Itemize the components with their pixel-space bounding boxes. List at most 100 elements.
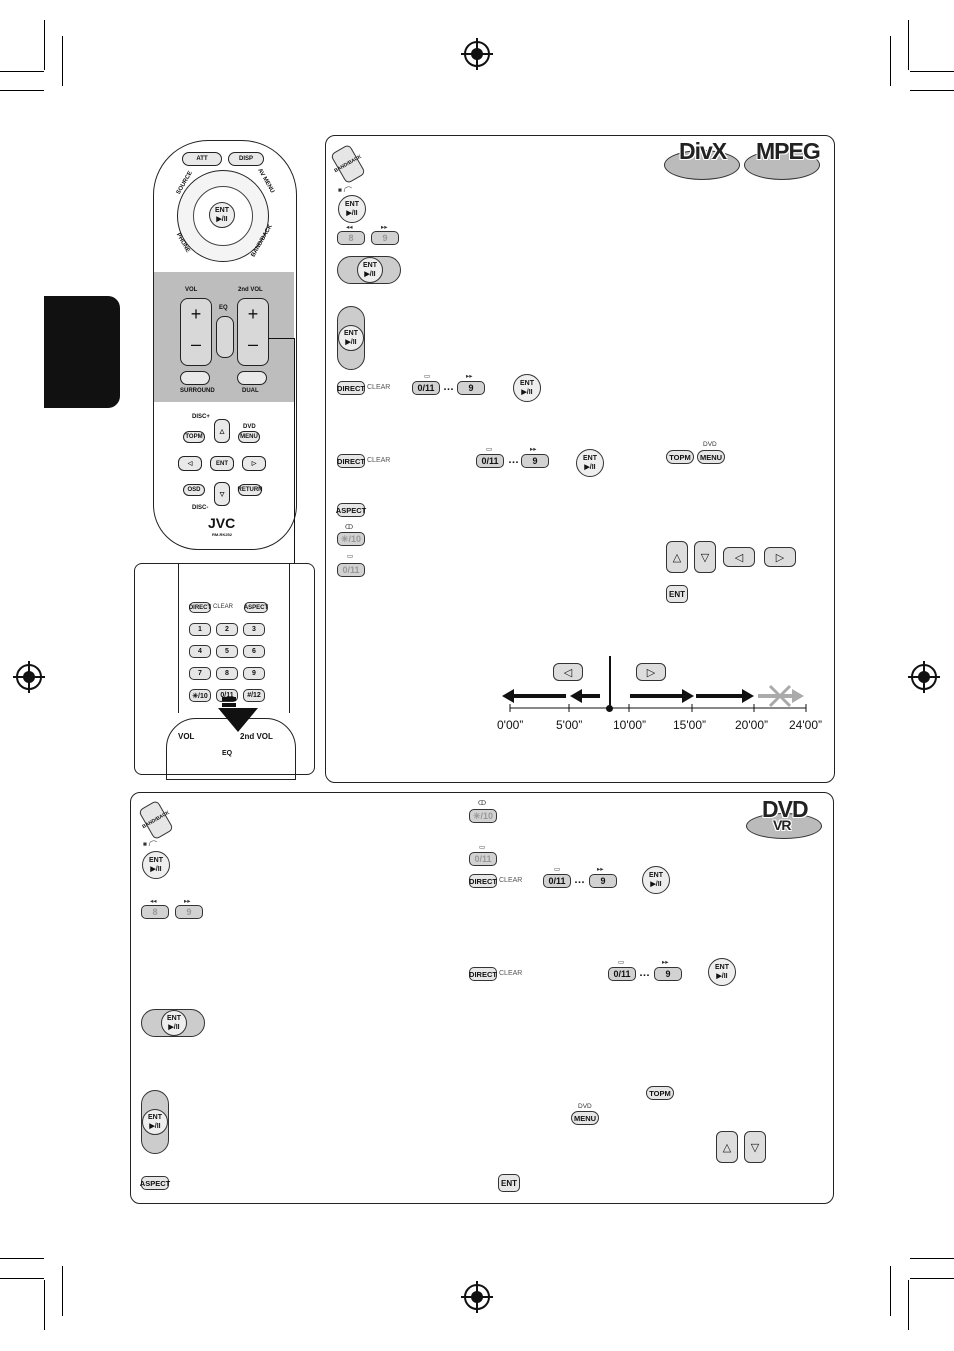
ffwd-symbol: ▸▸ [597,866,604,873]
remote-eq-button [216,316,234,358]
ffwd-symbol: ▸▸ [530,446,537,453]
aspect-key: ASPECT [336,503,366,517]
mpeg-disc-icon [744,150,820,180]
key-9: 9 [654,967,682,981]
clear-label: CLEAR [367,457,391,464]
audio-symbol: ↀ [345,524,354,531]
zoom-direct-key: DIRECT [189,602,211,613]
key-0: 0/11 [476,454,504,468]
remote-vol2-label: 2nd VOL [238,287,263,293]
ent-play-pause-button: ENT▶/II [513,374,541,402]
timeline-arrows [502,684,807,712]
registration-mark-icon [461,38,493,70]
key-9: 9 [521,454,549,468]
key-10: ✳/10 [337,532,365,546]
crop-mark [0,1278,44,1279]
remote-up-button: △ [214,419,230,443]
crop-mark [0,1258,44,1259]
timeline-right-key: ▷ [636,663,666,681]
timeline-left-key: ◁ [553,663,583,681]
ffwd-symbol: ▸▸ [662,959,669,966]
zoom-down-arrow-icon [218,708,258,732]
registration-mark-icon [13,661,45,693]
zoom-aspect-key: ASPECT [244,602,268,613]
subtitle-symbol: ▭ [554,866,561,873]
remote-dvd-label: DVD [243,424,256,430]
subtitle-symbol: ▭ [618,959,625,966]
key-0: 0/11 [608,967,636,981]
crop-mark [62,1266,63,1316]
subtitle-symbol: ▭ [486,446,493,453]
ent-play-pause-button: ENT▶/II [142,851,170,879]
clear-label: CLEAR [499,877,523,884]
direct-key: DIRECT [337,381,365,395]
zoom-remote-body [178,563,290,713]
divx-logo: DivX [679,138,727,164]
key-9: 9 [457,381,485,395]
ent-play-pause-button: ENT▶/II [576,449,604,477]
clear-label: CLEAR [367,384,391,391]
remote-center-ent-button: ENT [210,456,234,471]
zoom-vol2-label: 2nd VOL [240,732,273,741]
remote-dual-button [237,371,267,385]
dvd-logo: DVD [762,796,809,822]
ellipsis: … [574,874,585,886]
left-arrow-key: ◁ [723,547,755,567]
right-arrow-key: ▷ [764,547,796,567]
direct-key: DIRECT [469,967,497,981]
dvd-vr-disc-icon [746,813,822,839]
ring-ent-icon: ENT▶/II [161,1010,187,1036]
zoom-arrow-bar [222,697,236,701]
zoom-number-key: 9 [243,667,265,680]
crop-mark [908,20,909,70]
key-8: 8 [141,905,169,919]
remote-return-button: RETURN [238,484,263,496]
remote-ent-button: ENT▶/II [209,202,235,228]
timeline-tick-label: 24'00” [789,718,822,732]
crop-mark [890,1266,891,1316]
ring-ent-vertical-icon: ENT▶/II [142,1109,168,1135]
subtitle-symbol: ▭ [347,553,354,560]
timeline-tick-label: 15'00” [673,718,706,732]
crop-mark [0,90,44,91]
down-arrow-key: ▽ [744,1131,766,1163]
ellipsis: … [443,381,454,393]
remote-topm-button: TOPM [183,431,205,443]
subtitle-symbol: ▭ [479,844,486,851]
remote-osd-button: OSD [183,484,205,496]
crop-mark [0,71,44,72]
key-0: 0/11 [412,381,440,395]
divx-disc-icon [664,150,740,180]
remote-disc-plus-label: DISC+ [192,414,210,420]
key-9: 9 [589,874,617,888]
down-arrow-key: ▽ [694,541,716,573]
ring-ent-icon: ENT▶/II [357,257,383,283]
remote-vol-rocker: +– [180,298,212,366]
ent-play-pause-button: ENT▶/II [338,195,366,223]
remote-surround-label: SURROUND [180,388,215,394]
audio-symbol: ↀ [478,800,487,807]
timeline-tick-label: 10'00” [613,718,646,732]
dvd-label: DVD [703,441,717,448]
ffwd-symbol: ▸▸ [184,898,191,905]
up-arrow-key: △ [666,541,688,573]
remote-vol2-rocker: +– [237,298,269,366]
zoom-number-key: 8 [216,667,238,680]
ffwd-symbol: ▸▸ [381,224,388,231]
aspect-key: ASPECT [140,1176,170,1190]
zoom-clear-label: CLEAR [213,604,234,610]
zoom-number-key: 4 [189,645,211,658]
zoom-number-key: 7 [189,667,211,680]
topm-key: TOPM [646,1086,674,1100]
remote-menu-button: MENU [238,431,260,443]
vr-logo: VR [773,817,791,833]
zoom-arrow-bar [222,703,236,707]
remote-dual-label: DUAL [242,388,259,394]
remote-vol-label: VOL [185,287,198,293]
crop-mark [908,1280,909,1330]
remote-brand-logo: JVC [208,515,236,531]
zoom-eq-label: EQ [222,750,233,757]
remote-disc-minus-label: DISC- [192,505,209,511]
ellipsis: … [508,454,519,466]
stop-symbol: ■ /⌒ [143,841,158,848]
